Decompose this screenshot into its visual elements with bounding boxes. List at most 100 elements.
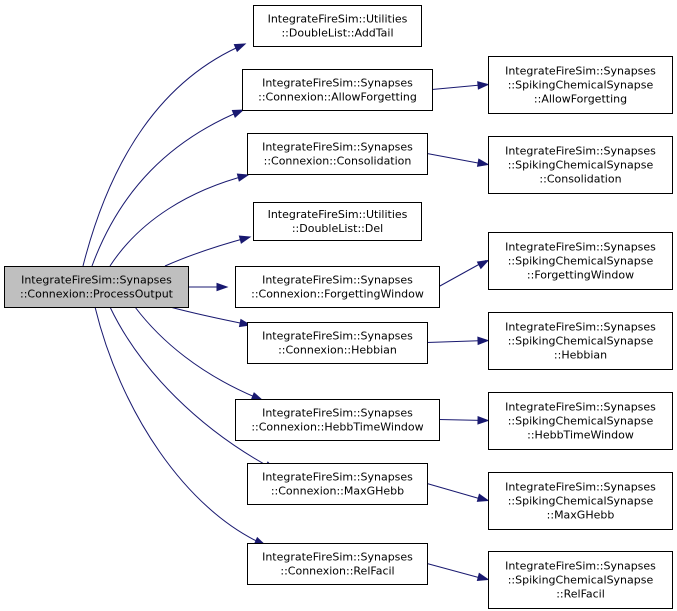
function-node-n7[interactable]: IntegrateFireSim::Synapses::Connexion::H…	[235, 399, 440, 441]
node-label: ::Connexion::Consolidation	[264, 155, 412, 168]
node-label: ::SpikingChemicalSynapse	[508, 335, 654, 348]
node-label: IntegrateFireSim::Synapses	[262, 330, 413, 343]
edge-root-to-n7	[134, 306, 264, 401]
call-edges	[82, 43, 490, 582]
edge-line	[91, 109, 244, 267]
edge-root-to-n6	[169, 306, 252, 328]
node-label: IntegrateFireSim::Synapses	[505, 321, 656, 334]
node-label: IntegrateFireSim::Synapses	[505, 401, 656, 414]
node-label: IntegrateFireSim::Synapses	[505, 481, 656, 494]
node-label: ::MaxGHebb	[547, 509, 615, 522]
node-label: ::Connexion::ProcessOutput	[20, 288, 174, 301]
node-label: IntegrateFireSim::Synapses	[262, 77, 413, 90]
node-label: ::HebbTimeWindow	[527, 429, 634, 442]
node-label: ::SpikingChemicalSynapse	[508, 415, 654, 428]
node-box	[488, 392, 673, 450]
edge-line	[134, 306, 263, 401]
node-box	[235, 399, 440, 441]
edge-line	[426, 340, 487, 343]
edge-line	[438, 260, 487, 287]
arrowhead-icon	[236, 173, 250, 182]
arrowhead-icon	[476, 259, 490, 270]
node-label: ::Connexion::HebbTimeWindow	[251, 421, 423, 434]
function-node-n6[interactable]: IntegrateFireSim::Synapses::Connexion::H…	[247, 322, 428, 364]
node-label: ::Connexion::MaxGHebb	[271, 485, 404, 498]
function-node-s8[interactable]: IntegrateFireSim::Synapses::SpikingChemi…	[488, 472, 673, 530]
edge-line	[426, 153, 487, 165]
node-label: ::DoubleList::Del	[292, 222, 383, 235]
edge-n7-to-s7	[438, 415, 490, 425]
node-box	[247, 133, 428, 175]
function-node-n9[interactable]: IntegrateFireSim::Synapses::Connexion::R…	[247, 543, 428, 585]
function-node-n8[interactable]: IntegrateFireSim::Synapses::Connexion::M…	[247, 463, 428, 505]
node-box	[488, 136, 673, 194]
node-label: ::AllowForgetting	[534, 93, 627, 106]
function-node-n2[interactable]: IntegrateFireSim::Synapses::Connexion::A…	[242, 69, 433, 111]
arrowhead-icon	[238, 235, 252, 244]
edge-line	[109, 306, 276, 471]
node-label: IntegrateFireSim::Synapses	[262, 274, 413, 287]
node-box	[488, 232, 673, 290]
root-node[interactable]: IntegrateFireSim::Synapses::Connexion::P…	[4, 266, 189, 308]
arrowhead-icon	[231, 109, 245, 118]
node-box	[242, 69, 433, 111]
function-node-s6[interactable]: IntegrateFireSim::Synapses::SpikingChemi…	[488, 312, 673, 370]
edge-n5-to-s5	[438, 259, 490, 287]
node-label: ::Connexion::Hebbian	[278, 344, 397, 357]
node-box	[253, 5, 422, 47]
node-box	[488, 56, 673, 114]
function-node-s2[interactable]: IntegrateFireSim::Synapses::SpikingChemi…	[488, 56, 673, 114]
node-label: IntegrateFireSim::Utilities	[268, 13, 408, 26]
node-box	[247, 543, 428, 585]
node-label: IntegrateFireSim::Synapses	[262, 407, 413, 420]
node-label: ::SpikingChemicalSynapse	[508, 574, 654, 587]
edge-n8-to-s8	[426, 483, 490, 502]
node-label: IntegrateFireSim::Synapses	[505, 65, 656, 78]
function-node-n5[interactable]: IntegrateFireSim::Synapses::Connexion::F…	[235, 266, 440, 308]
node-label: ::RelFacil	[556, 588, 605, 601]
function-node-n3[interactable]: IntegrateFireSim::Synapses::Connexion::C…	[247, 133, 428, 175]
node-label: IntegrateFireSim::Synapses	[505, 241, 656, 254]
node-label: ::Connexion::ForgettingWindow	[251, 288, 424, 301]
edge-n9-to-s9	[426, 563, 490, 582]
node-box	[488, 472, 673, 530]
node-label: ::SpikingChemicalSynapse	[508, 255, 654, 268]
function-node-n1[interactable]: IntegrateFireSim::Utilities::DoubleList:…	[253, 5, 422, 47]
node-label: IntegrateFireSim::Utilities	[268, 208, 408, 221]
edge-line	[431, 84, 487, 90]
arrowhead-icon	[477, 415, 490, 425]
arrowhead-icon	[233, 43, 247, 53]
node-box	[253, 202, 422, 241]
node-box	[488, 312, 673, 370]
function-node-n4[interactable]: IntegrateFireSim::Utilities::DoubleList:…	[253, 202, 422, 241]
edge-root-to-n2	[91, 109, 245, 267]
edge-line	[82, 43, 246, 267]
arrowhead-icon	[477, 81, 490, 90]
edge-n6-to-s6	[426, 336, 490, 346]
node-label: IntegrateFireSim::Synapses	[21, 274, 172, 287]
node-box	[488, 551, 673, 609]
edge-n2-to-s2	[431, 81, 490, 90]
call-nodes: IntegrateFireSim::Synapses::Connexion::P…	[4, 5, 673, 609]
function-node-s9[interactable]: IntegrateFireSim::Synapses::SpikingChemi…	[488, 551, 673, 609]
function-node-s5[interactable]: IntegrateFireSim::Synapses::SpikingChemi…	[488, 232, 673, 290]
function-node-s7[interactable]: IntegrateFireSim::Synapses::SpikingChemi…	[488, 392, 673, 450]
edge-root-to-n5	[188, 282, 229, 292]
node-label: IntegrateFireSim::Synapses	[505, 145, 656, 158]
node-label: ::Connexion::AllowForgetting	[258, 91, 417, 104]
node-box	[4, 266, 189, 308]
edge-line	[94, 306, 266, 546]
node-label: ::ForgettingWindow	[527, 269, 634, 282]
node-label: IntegrateFireSim::Synapses	[262, 141, 413, 154]
node-label: ::SpikingChemicalSynapse	[508, 159, 654, 172]
edge-root-to-n4	[164, 235, 252, 267]
arrowhead-icon	[216, 282, 229, 292]
edge-line	[426, 483, 487, 501]
edge-line	[169, 306, 251, 326]
node-box	[247, 322, 428, 364]
arrowhead-icon	[476, 572, 490, 582]
function-node-s3[interactable]: IntegrateFireSim::Synapses::SpikingChemi…	[488, 136, 673, 194]
edge-n3-to-s3	[426, 153, 490, 167]
edge-root-to-n1	[82, 43, 247, 267]
node-label: ::SpikingChemicalSynapse	[508, 495, 654, 508]
